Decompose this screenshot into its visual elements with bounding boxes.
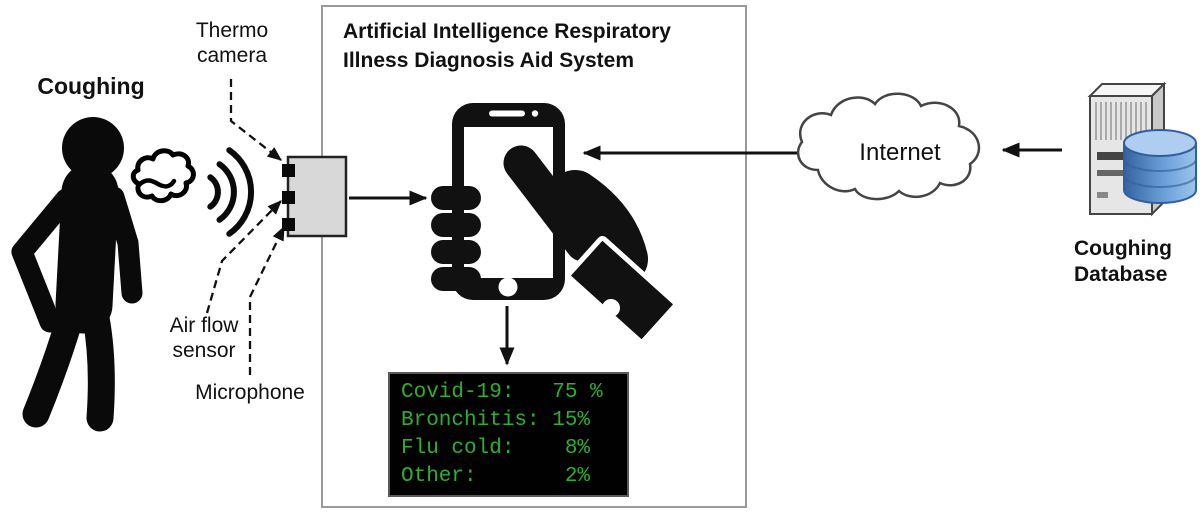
flow-arrows: [349, 142, 1062, 366]
internet-label: Internet: [859, 139, 941, 166]
coughing-database-label: Coughing Database: [1074, 237, 1172, 286]
thermo-camera-connector: [229, 79, 282, 161]
internet-cloud-icon: [796, 92, 981, 201]
person-torso: [55, 163, 119, 334]
sensor-unit-box: [282, 155, 348, 238]
cuff-button: [602, 299, 620, 317]
terminal-line-other: Other: 2%: [401, 465, 591, 488]
phone-speaker: [489, 110, 525, 117]
microphone-connector: [248, 225, 286, 375]
hand-thumb: [503, 145, 601, 262]
air-flow-sensor-label: Air flow sensor: [169, 314, 239, 362]
sensor-connectors: [205, 79, 286, 375]
database-server-icon: [1087, 81, 1197, 217]
database-cylinder-body: [1123, 143, 1197, 204]
system-boundary-box: [321, 5, 747, 508]
microphone-label: Microphone: [195, 381, 305, 404]
person-left-arm: [11, 188, 77, 333]
sensor-port-bottom: [282, 218, 295, 231]
server-slot-1: [1097, 152, 1139, 160]
server-vents: [1095, 102, 1147, 140]
database-segment-line-2: [1123, 174, 1197, 188]
system-title: Artificial Intelligence Respiratory Illn…: [343, 17, 671, 75]
terminal-line-covid: Covid-19: 75 %: [401, 381, 603, 404]
server-button: [1097, 192, 1108, 198]
system-title-line1: Artificial Intelligence Respiratory: [343, 20, 671, 43]
server-slot-2: [1097, 170, 1125, 176]
person-right-arm: [103, 186, 143, 304]
system-title-line2: Illness Diagnosis Aid System: [343, 49, 634, 72]
thermo-camera-label: Thermo camera: [195, 19, 269, 67]
database-segment-line-1: [1123, 158, 1197, 172]
cough-puff-icon: [130, 148, 196, 204]
terminal-line-bronchitis: Bronchitis: 15%: [401, 409, 591, 432]
database-cylinder-top: [1123, 129, 1197, 157]
phone-home-button: [498, 277, 518, 297]
person-right-leg: [82, 304, 115, 432]
terminal-line-flu: Flu cold: 8%: [401, 437, 591, 460]
diagnosis-terminal: Covid-19: 75 % Bronchitis: 15% Flu cold:…: [388, 372, 629, 497]
sensor-port-middle: [282, 191, 295, 204]
phone-camera-dot: [531, 110, 539, 117]
hand-fingers: [431, 186, 481, 291]
person-left-leg: [22, 304, 84, 428]
coughing-label: Coughing: [37, 73, 145, 99]
person-head: [62, 117, 124, 179]
coughing-person-icon: [11, 117, 143, 432]
smartphone-in-hand-icon: [431, 103, 678, 345]
sensor-port-top: [282, 164, 295, 177]
air-flow-connector: [205, 200, 282, 314]
sound-waves-icon: [207, 147, 254, 237]
